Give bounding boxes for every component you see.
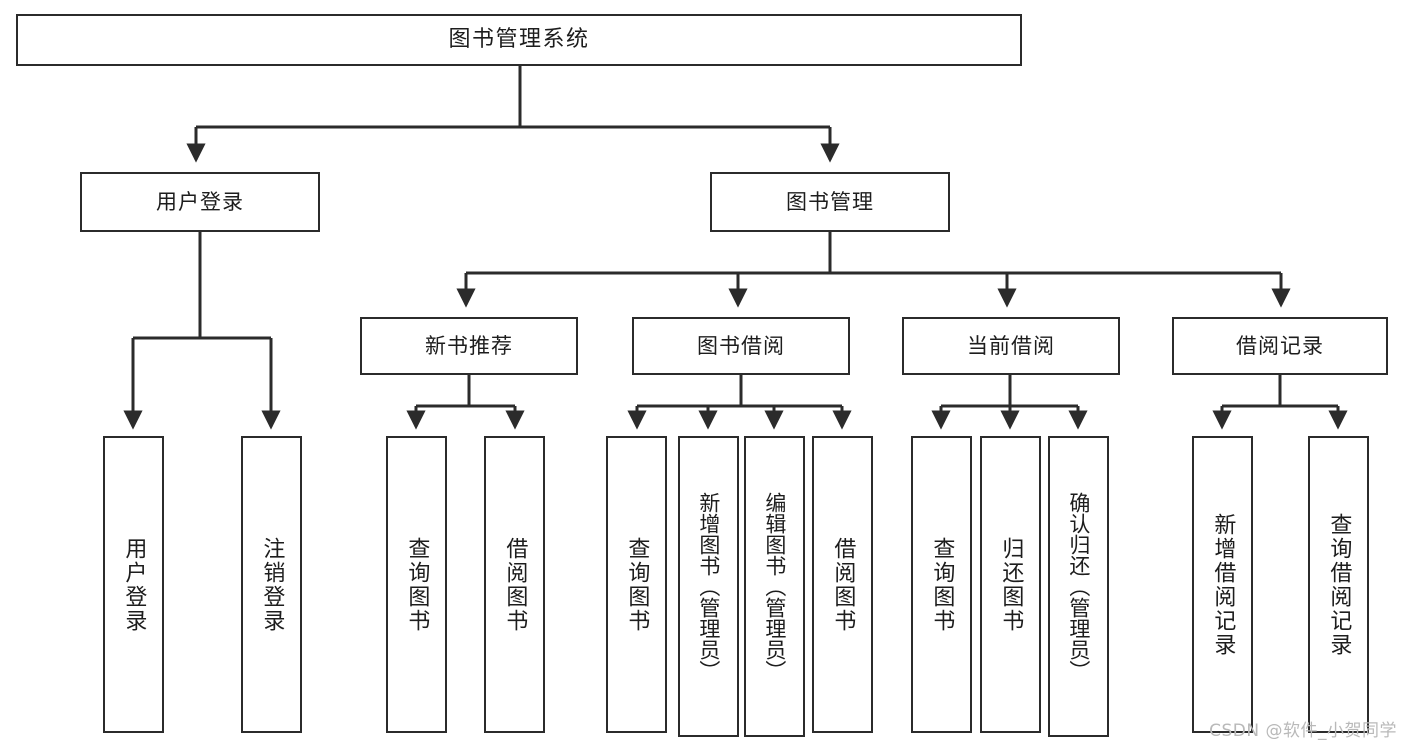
- watermark-text: CSDN @软件_小贺同学: [1209, 721, 1397, 741]
- node-label: 查询图书: [404, 536, 430, 633]
- node-label: 归还图书: [998, 536, 1024, 633]
- node-label: 新增借阅记录: [1210, 512, 1236, 657]
- node-label: 用户登录: [156, 189, 244, 214]
- node-leaf-add-book[interactable]: 新增图书（管理员）: [678, 436, 739, 737]
- node-label: 借阅图书: [502, 536, 528, 633]
- node-leaf-query-book-2[interactable]: 查询图书: [606, 436, 667, 733]
- node-label: 新书推荐: [425, 333, 513, 358]
- node-root-system[interactable]: 图书管理系统: [16, 14, 1022, 66]
- node-borrow-record[interactable]: 借阅记录: [1172, 317, 1388, 375]
- node-book-manage[interactable]: 图书管理: [710, 172, 950, 232]
- node-leaf-query-book-1[interactable]: 查询图书: [386, 436, 447, 733]
- node-book-borrow[interactable]: 图书借阅: [632, 317, 850, 375]
- node-new-book-recommend[interactable]: 新书推荐: [360, 317, 578, 375]
- node-current-borrow[interactable]: 当前借阅: [902, 317, 1120, 375]
- node-leaf-query-book-3[interactable]: 查询图书: [911, 436, 972, 733]
- node-leaf-borrow-book-2[interactable]: 借阅图书: [812, 436, 873, 733]
- node-leaf-edit-book[interactable]: 编辑图书（管理员）: [744, 436, 805, 737]
- node-leaf-borrow-book-1[interactable]: 借阅图书: [484, 436, 545, 733]
- node-label: 编辑图书（管理员）: [762, 492, 787, 681]
- node-leaf-add-record[interactable]: 新增借阅记录: [1192, 436, 1253, 733]
- node-label: 新增图书（管理员）: [696, 492, 721, 681]
- node-leaf-confirm-return[interactable]: 确认归还（管理员）: [1048, 436, 1109, 737]
- node-label: 确认归还（管理员）: [1066, 492, 1091, 681]
- node-leaf-user-login[interactable]: 用户登录: [103, 436, 164, 733]
- node-user-login[interactable]: 用户登录: [80, 172, 320, 232]
- node-leaf-return-book[interactable]: 归还图书: [980, 436, 1041, 733]
- node-label: 查询图书: [929, 536, 955, 633]
- node-label: 当前借阅: [967, 333, 1055, 358]
- node-label: 借阅图书: [830, 536, 856, 633]
- node-label: 图书借阅: [697, 333, 785, 358]
- node-label: 用户登录: [121, 536, 147, 633]
- node-leaf-query-record[interactable]: 查询借阅记录: [1308, 436, 1369, 733]
- node-label: 借阅记录: [1236, 333, 1324, 358]
- node-label: 查询图书: [624, 536, 650, 633]
- node-label: 查询借阅记录: [1326, 512, 1352, 657]
- node-leaf-logout[interactable]: 注销登录: [241, 436, 302, 733]
- node-label: 图书管理: [786, 189, 874, 214]
- node-label: 注销登录: [259, 536, 285, 633]
- node-label: 图书管理系统: [448, 27, 590, 53]
